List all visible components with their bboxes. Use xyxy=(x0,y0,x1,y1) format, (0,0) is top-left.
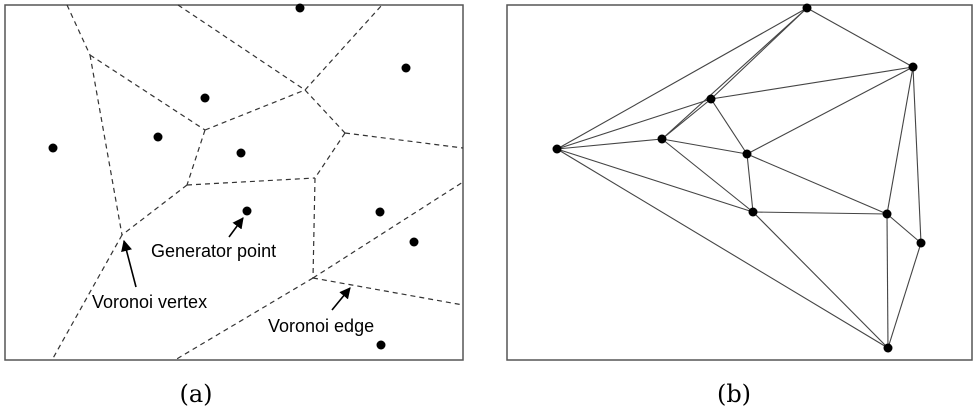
annotations: Generator point Voronoi vertex Voronoi e… xyxy=(92,217,374,336)
triangulation-edge xyxy=(887,242,922,349)
triangulation-edge xyxy=(746,153,754,213)
generator-point xyxy=(153,132,163,142)
voronoi-vertex-arrow xyxy=(121,239,137,288)
generator-point xyxy=(48,143,58,153)
generator-point-label: Generator point xyxy=(151,241,276,261)
generator-point xyxy=(242,206,252,216)
triangulation-edge xyxy=(746,153,888,215)
panel-b-caption: (b) xyxy=(717,380,751,408)
triangulation-edge xyxy=(556,148,889,349)
voronoi-edge xyxy=(89,54,206,131)
triangulation-edge xyxy=(556,148,754,213)
voronoi-edge xyxy=(66,4,91,56)
generator-point xyxy=(376,340,386,350)
generator-point xyxy=(200,93,210,103)
triangulation-edge xyxy=(556,7,808,150)
voronoi-edge xyxy=(312,181,464,279)
triangulation-edges xyxy=(556,7,922,349)
voronoi-vertex-label: Voronoi vertex xyxy=(92,292,207,312)
triangulation-vertex xyxy=(883,343,893,353)
voronoi-edge xyxy=(304,4,383,91)
voronoi-edge-arrow xyxy=(331,287,351,311)
voronoi-edge xyxy=(121,184,188,236)
triangulation-edge xyxy=(746,66,914,155)
triangulation-edge xyxy=(752,211,889,349)
generator-point xyxy=(236,148,246,158)
generator-point xyxy=(409,237,419,247)
triangulation-vertex xyxy=(882,209,892,219)
triangulation-vertex xyxy=(657,134,667,144)
voronoi-edge xyxy=(177,4,306,91)
panel-a-caption: (a) xyxy=(179,380,212,408)
voronoi-edge xyxy=(312,177,316,279)
triangulation-edge xyxy=(710,66,914,100)
voronoi-edge xyxy=(51,234,123,361)
triangulation-vertex xyxy=(802,3,812,13)
triangulation-edge xyxy=(886,213,922,244)
triangulation-vertex xyxy=(552,144,562,154)
triangulation-edge xyxy=(661,98,712,140)
triangulation-edge xyxy=(661,138,754,213)
triangulation-vertex xyxy=(742,149,752,159)
triangulation-edge xyxy=(912,66,922,244)
voronoi-edge xyxy=(186,177,316,186)
voronoi-edges xyxy=(51,4,464,361)
panel-a: Generator point Voronoi vertex Voronoi e… xyxy=(4,3,464,408)
voronoi-edge xyxy=(312,277,464,306)
generator-point xyxy=(295,3,305,13)
panel-b-frame xyxy=(506,4,973,361)
generator-points xyxy=(48,3,419,350)
triangulation-edge xyxy=(556,98,712,150)
triangulation-vertices xyxy=(552,3,926,353)
voronoi-edge xyxy=(89,54,123,236)
triangulation-edge xyxy=(661,138,748,155)
generator-point-arrow xyxy=(228,217,244,238)
panel-b: (b) xyxy=(506,3,973,408)
voronoi-edge xyxy=(304,89,346,134)
triangulation-edge xyxy=(806,7,914,68)
triangulation-edge xyxy=(886,66,914,215)
voronoi-edge-label: Voronoi edge xyxy=(268,316,374,336)
triangulation-edge xyxy=(556,138,663,150)
triangulation-vertex xyxy=(908,62,918,72)
generator-point xyxy=(375,207,385,217)
triangulation-vertex xyxy=(748,207,758,217)
voronoi-edge xyxy=(314,132,346,179)
triangulation-edge xyxy=(710,98,748,155)
generator-point xyxy=(401,63,411,73)
triangulation-edge xyxy=(886,213,889,349)
voronoi-edge xyxy=(186,129,206,186)
triangulation-edge xyxy=(752,211,888,215)
triangulation-vertex xyxy=(916,238,926,248)
triangulation-vertex xyxy=(706,94,716,104)
voronoi-edge xyxy=(344,132,464,149)
triangulation-edge xyxy=(661,7,808,140)
